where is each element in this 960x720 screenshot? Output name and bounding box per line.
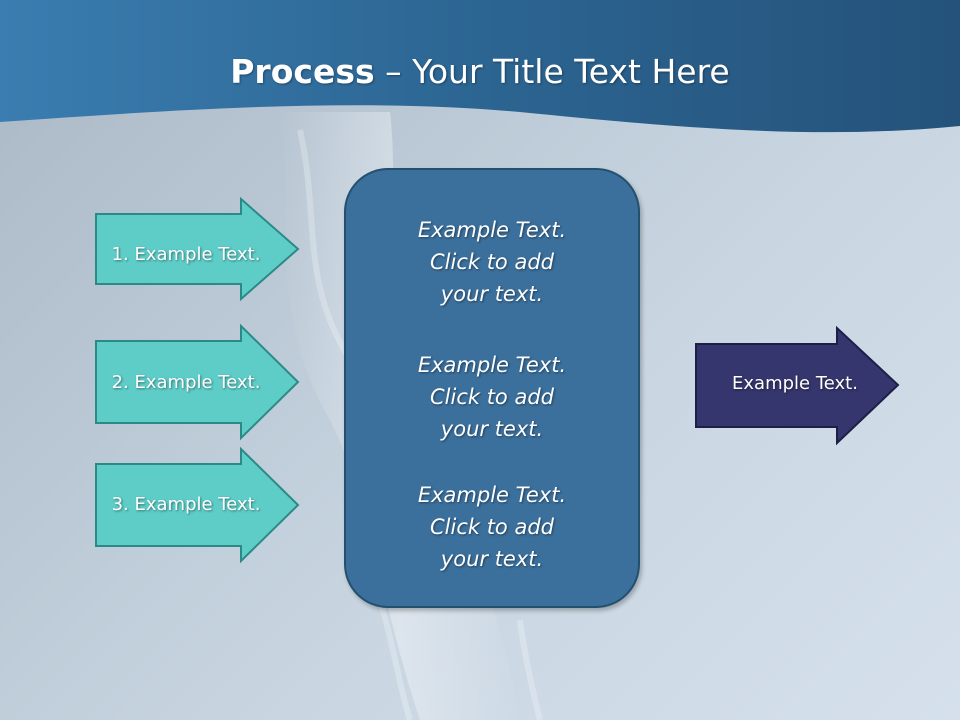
title-rest: – Your Title Text Here <box>374 52 730 91</box>
center-paragraph-1: Example Text. Click to add your text. <box>346 214 638 310</box>
center-paragraph-3: Example Text. Click to add your text. <box>346 479 638 575</box>
title-bold: Process <box>230 52 375 91</box>
left-arrow-1-label: 1. Example Text. <box>111 244 261 265</box>
right-arrow <box>695 325 900 446</box>
left-arrow-3-label: 3. Example Text. <box>111 494 261 515</box>
center-line: Click to add <box>429 515 554 539</box>
left-arrow-3 <box>95 446 300 564</box>
center-line: Example Text. <box>417 353 567 377</box>
center-line: Example Text. <box>417 483 567 507</box>
center-line: your text. <box>440 547 544 571</box>
center-line: your text. <box>440 417 544 441</box>
header-band <box>0 0 960 133</box>
center-text-box: Example Text. Click to add your text. Ex… <box>344 168 640 608</box>
right-arrow-label: Example Text. <box>732 373 858 394</box>
left-arrow-1 <box>95 196 300 302</box>
center-line: Click to add <box>429 250 554 274</box>
center-paragraph-2: Example Text. Click to add your text. <box>346 349 638 445</box>
center-line: your text. <box>440 282 544 306</box>
center-line: Click to add <box>429 385 554 409</box>
left-arrow-2-label: 2. Example Text. <box>111 372 261 393</box>
slide-title: Process – Your Title Text Here <box>0 52 960 91</box>
left-arrow-2 <box>95 323 300 441</box>
center-line: Example Text. <box>417 218 567 242</box>
